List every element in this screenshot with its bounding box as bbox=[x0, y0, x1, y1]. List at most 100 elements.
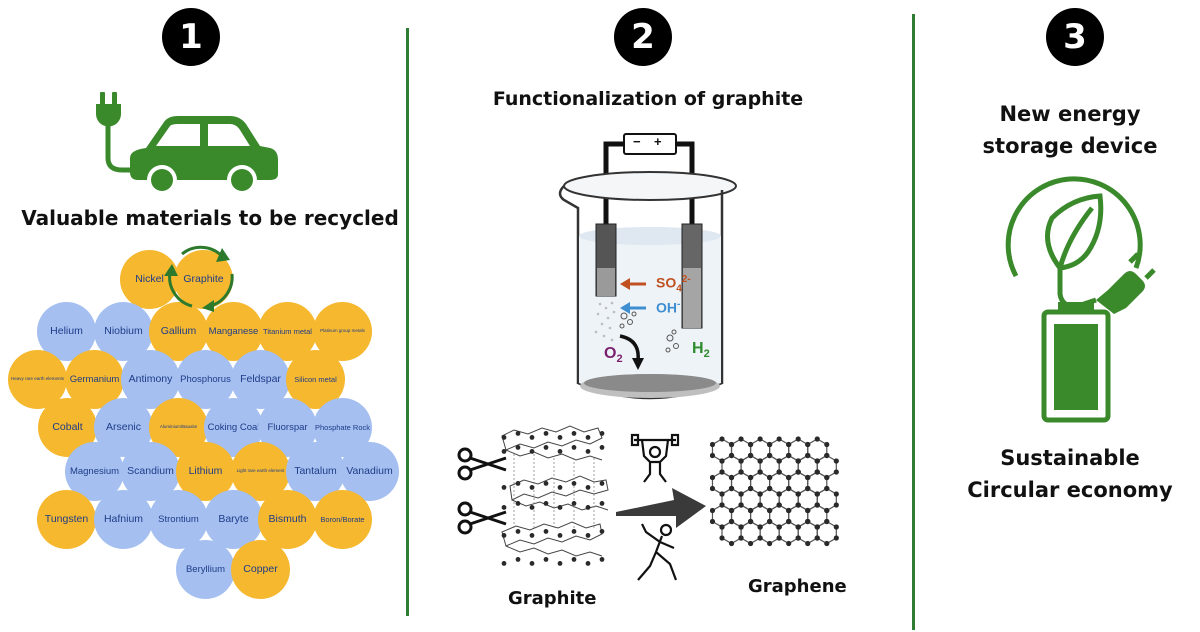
carbon-atom bbox=[543, 529, 549, 534]
scissors-icon bbox=[457, 447, 507, 481]
carbon-atom bbox=[757, 535, 763, 541]
carbon-atom bbox=[786, 474, 792, 481]
carbon-atom bbox=[795, 469, 801, 475]
carbon-atom bbox=[747, 452, 754, 459]
step-3-title-line1: New energy bbox=[999, 102, 1141, 126]
carbon-atom bbox=[599, 501, 605, 506]
carbon-atom bbox=[515, 529, 521, 534]
carbon-atom bbox=[501, 435, 507, 440]
carbon-atom bbox=[501, 449, 507, 454]
carbon-atom bbox=[557, 505, 563, 510]
material-label: Scandium bbox=[127, 464, 174, 477]
material-bubble: Boron/Borate bbox=[313, 490, 372, 549]
battery-minus-label: − bbox=[633, 134, 641, 149]
oxygen-subscript: 2 bbox=[616, 353, 623, 366]
carbon-atom bbox=[786, 452, 792, 459]
carbon-atom bbox=[719, 436, 725, 442]
carbon-atom bbox=[585, 485, 591, 490]
graphene-hexagon bbox=[740, 520, 761, 545]
sulfate-ion-label: SO42- bbox=[656, 274, 691, 294]
carbon-atom bbox=[710, 518, 716, 525]
carbon-atom bbox=[814, 469, 820, 475]
carbon-atom bbox=[757, 491, 763, 497]
carbon-atom bbox=[599, 529, 605, 534]
carbon-atom bbox=[814, 436, 820, 442]
carbon-atom bbox=[795, 524, 801, 530]
material-label: Arsenic bbox=[105, 420, 141, 433]
carbon-atom bbox=[805, 485, 811, 492]
material-label: Feldspar bbox=[240, 372, 281, 385]
material-bubble: Beryllium bbox=[176, 540, 235, 599]
material-bubble: Bismuth bbox=[258, 490, 317, 549]
carbon-atom bbox=[728, 485, 735, 492]
material-label: Hafnium bbox=[103, 512, 144, 525]
material-label: Cobalt bbox=[52, 420, 83, 433]
carbon-atom bbox=[747, 507, 754, 514]
carbon-atom bbox=[757, 524, 763, 530]
recycle-arrows-icon bbox=[164, 245, 234, 312]
graphene-hexagon bbox=[816, 520, 837, 545]
divider-left bbox=[406, 28, 409, 616]
material-label: Germanium bbox=[69, 373, 120, 385]
electric-car-icon bbox=[96, 92, 278, 194]
carbon-atom bbox=[833, 524, 839, 530]
graphene-hexagon bbox=[797, 520, 818, 545]
material-bubble: Tungsten bbox=[37, 490, 96, 549]
carbon-atom bbox=[529, 435, 535, 440]
carbon-atom bbox=[776, 524, 782, 530]
carbon-atom bbox=[805, 518, 811, 525]
carbon-atom bbox=[824, 474, 830, 481]
material-label: Strontium bbox=[158, 513, 199, 525]
oxygen-gas-label: O2 bbox=[604, 345, 623, 365]
material-label: Heavy rare earth elements bbox=[10, 376, 65, 382]
carbon-atom bbox=[814, 535, 820, 541]
material-label: Baryte bbox=[218, 512, 249, 525]
carbon-atom bbox=[719, 502, 725, 508]
carbon-atom bbox=[515, 431, 521, 436]
carbon-atom bbox=[767, 540, 773, 547]
carbon-atom bbox=[543, 431, 549, 436]
carbon-atom bbox=[529, 505, 535, 510]
carbon-atom bbox=[738, 524, 744, 530]
carbon-atom bbox=[805, 452, 811, 459]
graphite-layers-diagram bbox=[501, 425, 609, 566]
carbon-atom bbox=[786, 441, 792, 448]
carbon-atom bbox=[833, 491, 839, 497]
carbon-atom bbox=[728, 441, 735, 448]
carbon-atom bbox=[824, 452, 830, 459]
carbon-atom bbox=[747, 485, 754, 492]
oxygen-symbol: O bbox=[604, 345, 617, 362]
material-label: Light rare earth element bbox=[236, 468, 285, 474]
battery-plus-label: + bbox=[654, 134, 662, 149]
carbon-atom bbox=[599, 481, 605, 486]
material-label: Boron/Borate bbox=[320, 514, 365, 524]
step-2-title: Functionalization of graphite bbox=[492, 88, 804, 110]
material-label: Phosphate Rock bbox=[314, 422, 371, 432]
material-label: Coking Coal bbox=[207, 421, 260, 433]
scissors-icon bbox=[457, 501, 507, 535]
carbon-atom bbox=[776, 458, 782, 464]
carbon-atom bbox=[738, 458, 744, 464]
sulfate-symbol: SO bbox=[656, 274, 677, 291]
carbon-atom bbox=[585, 435, 591, 440]
carbon-atom bbox=[776, 535, 782, 541]
graphene-hexagon bbox=[778, 520, 799, 545]
carbon-atom bbox=[515, 445, 521, 450]
hydroxide-ion-label: OH- bbox=[656, 299, 680, 316]
carbon-atom bbox=[529, 449, 535, 454]
stretching-person-icon bbox=[637, 523, 678, 581]
carbon-atom bbox=[501, 561, 507, 566]
carbon-atom bbox=[814, 491, 820, 497]
carbon-atom bbox=[719, 524, 725, 530]
carbon-atom bbox=[795, 502, 801, 508]
carbon-atom bbox=[543, 557, 549, 562]
carbon-atom bbox=[728, 540, 735, 547]
carbon-atom bbox=[728, 474, 735, 481]
carbon-atom bbox=[738, 491, 744, 497]
graphite-label: Graphite bbox=[508, 588, 597, 609]
material-label: Lithium bbox=[188, 464, 223, 477]
carbon-atom bbox=[786, 485, 792, 492]
carbon-atom bbox=[814, 458, 820, 464]
material-label: Manganese bbox=[208, 325, 259, 337]
carbon-atom bbox=[515, 481, 521, 486]
